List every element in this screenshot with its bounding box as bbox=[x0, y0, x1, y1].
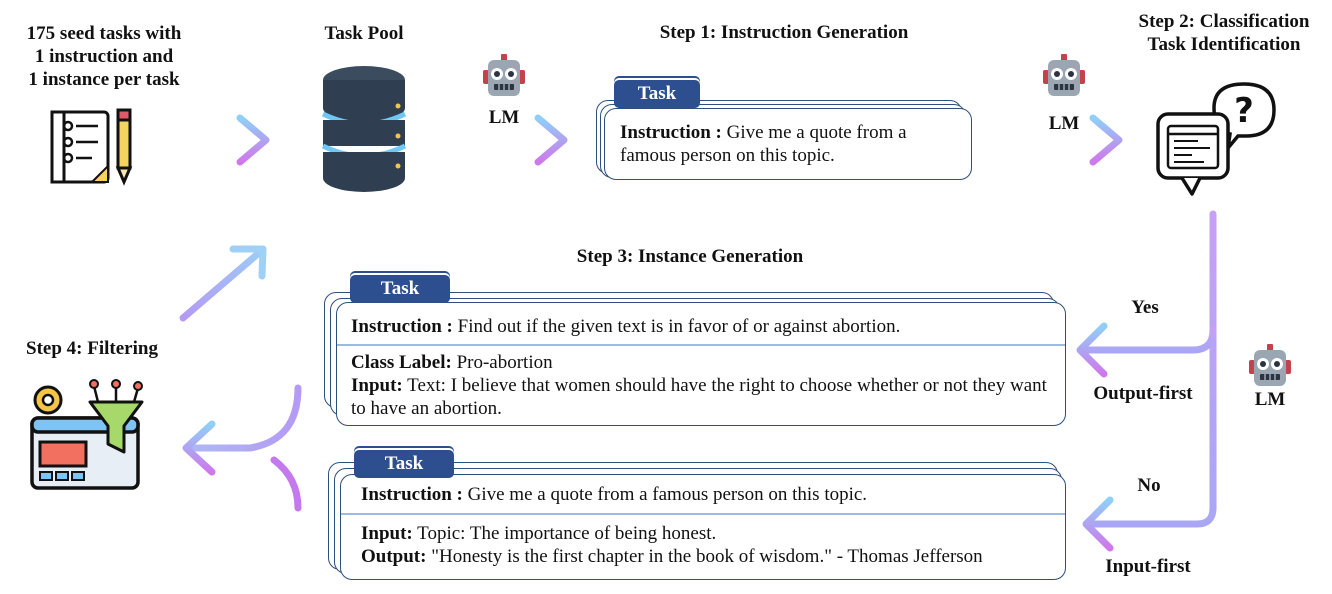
input-card-input: Input: Topic: The importance of being ho… bbox=[361, 522, 1051, 545]
input-first-card: Instruction : Give me a quote from a fam… bbox=[340, 474, 1066, 580]
output-value: "Honesty is the first chapter in the boo… bbox=[431, 546, 983, 567]
class-label-key: Class Label: bbox=[351, 352, 452, 373]
branch-connector bbox=[1076, 210, 1217, 552]
input-key: Input: bbox=[361, 523, 413, 544]
input-key: Input: bbox=[351, 375, 403, 396]
instruction-key: Instruction : bbox=[620, 122, 722, 143]
class-label-value: Pro-abortion bbox=[456, 352, 553, 373]
svg-text:?: ? bbox=[1234, 91, 1254, 131]
step1-title: Step 1: Instruction Generation bbox=[659, 22, 909, 43]
lm-label-3: LM bbox=[1254, 389, 1286, 410]
step2-title: Step 2: Classification Task Identificati… bbox=[1118, 10, 1330, 56]
question-chat-icon: ? bbox=[1156, 82, 1276, 196]
robot-icon bbox=[483, 54, 525, 96]
instruction-value: Give me a quote from a famous person on … bbox=[620, 122, 907, 166]
robot-icon bbox=[1043, 54, 1085, 96]
input-value: Topic: The importance of being honest. bbox=[417, 523, 717, 544]
arrow-step1-to-step2 bbox=[1012, 114, 1123, 166]
arrow-filter-to-pool bbox=[179, 245, 267, 322]
card-divider bbox=[341, 513, 1065, 515]
output-first-card: Instruction : Find out if the given text… bbox=[336, 302, 1066, 426]
output-card-instruction: Instruction : Find out if the given text… bbox=[351, 315, 1051, 338]
arrow-seed-to-pool bbox=[164, 114, 270, 166]
robot-icon bbox=[1249, 344, 1291, 386]
instruction-key: Instruction : bbox=[351, 316, 453, 337]
arrow-cards-to-filter bbox=[182, 384, 302, 512]
step1-card: Instruction : Give me a quote from a fam… bbox=[604, 108, 972, 180]
step2-line-2: Task Identification bbox=[1147, 34, 1301, 55]
instruction-value: Find out if the given text is in favor o… bbox=[457, 316, 901, 337]
branch-yes-label: Yes bbox=[1131, 297, 1159, 318]
output-card-input: Input: Text: I believe that women should… bbox=[351, 374, 1051, 420]
checklist-icon bbox=[50, 108, 133, 186]
step1-task-tab: Task bbox=[614, 80, 700, 108]
lm-label-1: LM bbox=[488, 107, 520, 128]
instruction-key: Instruction : bbox=[361, 484, 463, 505]
task-pool-title: Task Pool bbox=[324, 23, 404, 44]
step4-title: Step 4: Filtering bbox=[26, 338, 158, 359]
step2-line-1: Step 2: Classification bbox=[1138, 11, 1310, 32]
input-card-instruction: Instruction : Give me a quote from a fam… bbox=[361, 483, 1051, 506]
seed-line-1: 175 seed tasks with bbox=[26, 23, 182, 44]
output-card-task-tab: Task bbox=[350, 275, 450, 303]
filter-settings-icon bbox=[30, 379, 144, 490]
branch-no-label: No bbox=[1137, 475, 1161, 496]
lm-label-2: LM bbox=[1048, 113, 1080, 134]
input-value: Text: I believe that women should have t… bbox=[351, 375, 1047, 419]
arrow-pool-to-step1 bbox=[454, 114, 568, 166]
output-card-class-label: Class Label: Pro-abortion bbox=[351, 351, 1051, 374]
card-divider bbox=[337, 344, 1065, 346]
input-card-task-tab: Task bbox=[354, 450, 454, 478]
branch-output-first-label: Output-first bbox=[1093, 383, 1193, 404]
step3-title: Step 3: Instance Generation bbox=[576, 246, 804, 267]
step1-instruction: Instruction : Give me a quote from a fam… bbox=[620, 121, 960, 167]
input-card-output: Output: "Honesty is the first chapter in… bbox=[361, 545, 1061, 568]
database-icon bbox=[321, 66, 407, 192]
seed-tasks-label: 175 seed tasks with 1 instruction and 1 … bbox=[4, 22, 204, 91]
branch-input-first-label: Input-first bbox=[1105, 556, 1191, 577]
seed-line-3: 1 instance per task bbox=[28, 69, 180, 90]
output-key: Output: bbox=[361, 546, 427, 567]
instruction-value: Give me a quote from a famous person on … bbox=[467, 484, 868, 505]
seed-line-2: 1 instruction and bbox=[34, 46, 174, 67]
